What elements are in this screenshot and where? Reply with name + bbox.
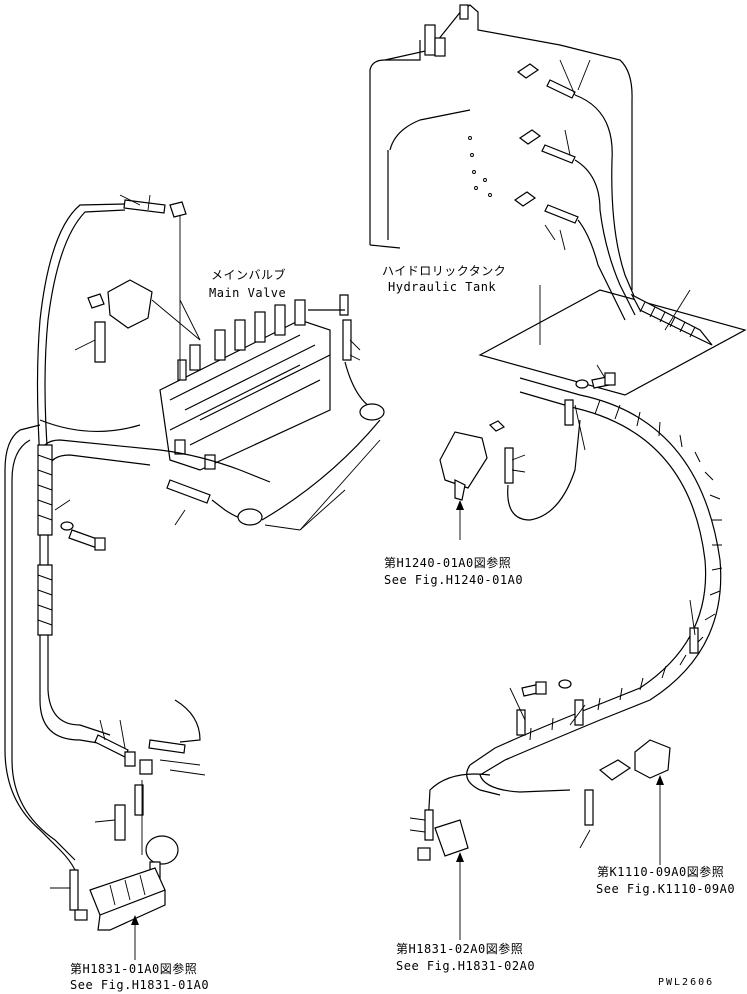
ref-h1831-02-label-jp: 第H1831-02A0図参照 [396, 942, 524, 956]
tank-hoses [513, 59, 641, 321]
main-valve-fittings [87, 199, 385, 421]
main-valve-label-en: Main Valve [209, 286, 287, 300]
ref-h1240-label-jp: 第H1240-01A0図参照 [384, 556, 512, 570]
pilot-valve-h1240 [439, 419, 581, 540]
valve-block-k1110 [579, 739, 671, 865]
pilot-fittings-lower-left [50, 719, 206, 911]
protective-wrap-left [37, 444, 106, 636]
hydraulic-tank [369, 4, 633, 290]
ref-k1110-label-jp: 第K1110-09A0図参照 [597, 865, 725, 879]
main-valve-body [159, 299, 331, 471]
bolts-right [509, 364, 699, 736]
protective-wrap-upper [630, 289, 713, 346]
hydraulic-tank-label-en: Hydraulic Tank [388, 280, 497, 294]
accumulator-h1831-01 [74, 780, 179, 960]
ref-h1831-02-label-en: See Fig.H1831-02A0 [396, 959, 536, 973]
main-valve-hoses [4, 203, 381, 871]
ref-h1831-01-label-en: See Fig.H1831-01A0 [70, 978, 210, 992]
ref-h1240-label-en: See Fig.H1240-01A0 [384, 573, 524, 587]
leader-lines [74, 194, 381, 531]
hydraulic-tank-label-jp: ハイドロリックタンク [382, 264, 507, 278]
ref-k1110-label-en: See Fig.K1110-09A0 [596, 882, 736, 896]
main-valve-label-jp: メインバルブ [211, 268, 287, 282]
protective-wrap-long [466, 377, 723, 796]
drawing-code: PWL2606 [658, 977, 715, 988]
valve-block-h1831-02 [409, 773, 491, 940]
ref-h1831-01-label-jp: 第H1831-01A0図参照 [70, 962, 198, 976]
